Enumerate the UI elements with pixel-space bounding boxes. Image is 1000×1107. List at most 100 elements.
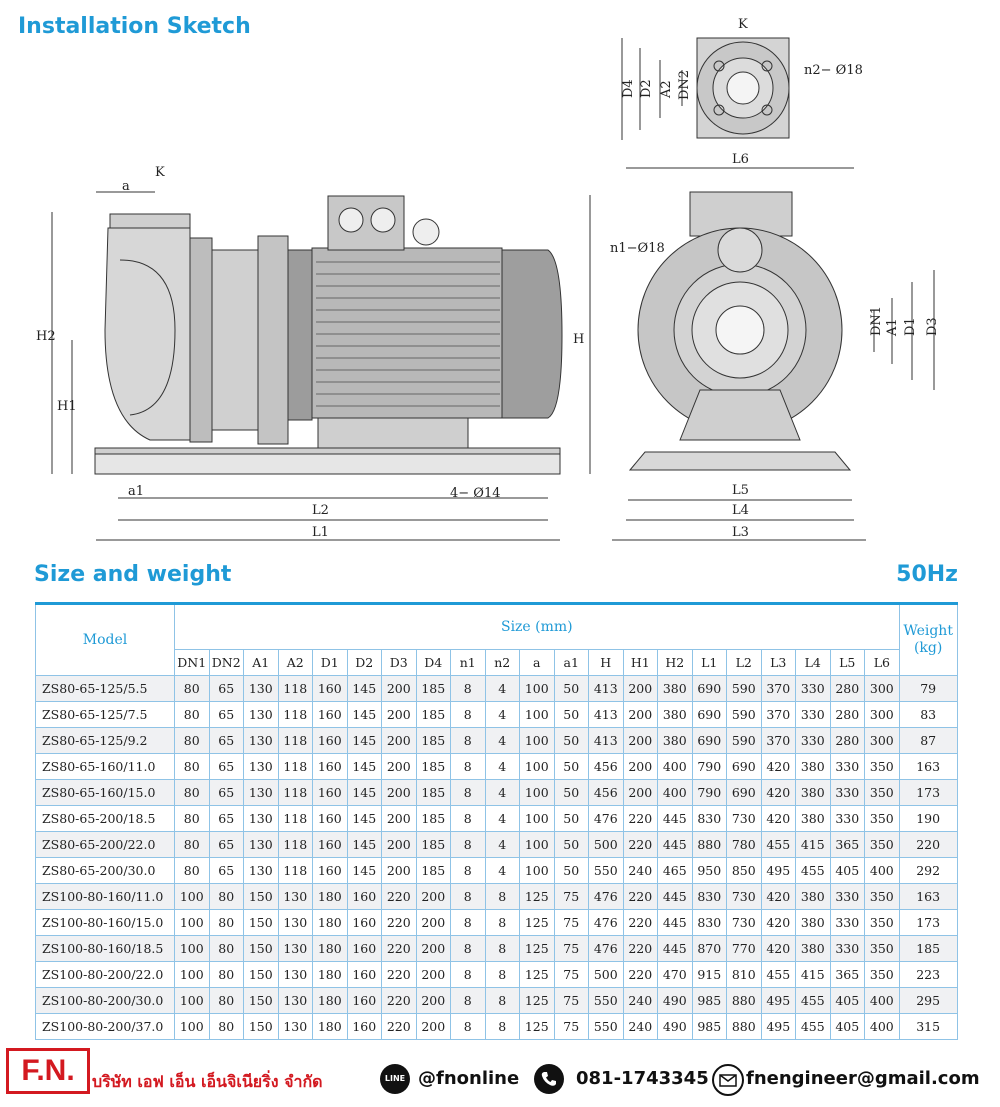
line-icon: LINE bbox=[380, 1064, 410, 1094]
label-dn2: DN2 bbox=[677, 70, 692, 100]
size-cell: 220 bbox=[622, 909, 658, 936]
size-cell: 75 bbox=[553, 935, 589, 962]
size-cell: 590 bbox=[726, 701, 762, 728]
column-header: L3 bbox=[760, 649, 796, 676]
company-name: บริษัท เอฟ เอ็น เอ็นจิเนียริ่ง จำกัด bbox=[92, 1072, 323, 1091]
size-cell: 180 bbox=[312, 987, 348, 1014]
size-cell: 880 bbox=[691, 831, 727, 858]
size-cell: 75 bbox=[553, 1013, 589, 1040]
model-cell: ZS100-80-200/37.0 bbox=[35, 1013, 175, 1040]
size-cell: 365 bbox=[829, 961, 865, 988]
size-cell: 4 bbox=[484, 857, 520, 884]
size-cell: 50 bbox=[553, 675, 589, 702]
size-cell: 125 bbox=[519, 935, 555, 962]
size-cell: 100 bbox=[174, 909, 210, 936]
size-cell: 130 bbox=[243, 675, 279, 702]
size-cell: 4 bbox=[484, 753, 520, 780]
size-cell: 65 bbox=[208, 727, 244, 754]
size-cell: 830 bbox=[691, 883, 727, 910]
column-header: a1 bbox=[553, 649, 589, 676]
size-cell: 950 bbox=[691, 857, 727, 884]
size-cell: 50 bbox=[553, 727, 589, 754]
column-header: H2 bbox=[657, 649, 693, 676]
size-cell: 455 bbox=[795, 987, 831, 1014]
column-header: a bbox=[519, 649, 555, 676]
size-cell: 160 bbox=[346, 935, 382, 962]
size-cell: 790 bbox=[691, 779, 727, 806]
size-cell: 280 bbox=[829, 675, 865, 702]
size-cell: 445 bbox=[657, 909, 693, 936]
size-cell: 118 bbox=[277, 675, 313, 702]
label-l4: L4 bbox=[732, 503, 749, 518]
size-cell: 220 bbox=[381, 883, 417, 910]
size-cell: 150 bbox=[243, 883, 279, 910]
size-cell: 330 bbox=[795, 727, 831, 754]
size-cell: 80 bbox=[174, 831, 210, 858]
size-cell: 330 bbox=[829, 805, 865, 832]
column-header: D1 bbox=[312, 649, 348, 676]
size-cell: 810 bbox=[726, 961, 762, 988]
size-cell: 8 bbox=[450, 779, 486, 806]
size-cell: 150 bbox=[243, 935, 279, 962]
size-cell: 380 bbox=[795, 883, 831, 910]
size-cell: 100 bbox=[174, 1013, 210, 1040]
size-cell: 185 bbox=[415, 857, 451, 884]
size-cell: 300 bbox=[864, 727, 900, 754]
label-l2: L2 bbox=[312, 503, 329, 518]
size-cell: 160 bbox=[312, 675, 348, 702]
label-l1: L1 bbox=[312, 525, 329, 540]
model-cell: ZS100-80-160/15.0 bbox=[35, 909, 175, 936]
size-cell: 370 bbox=[760, 701, 796, 728]
size-cell: 185 bbox=[415, 701, 451, 728]
size-cell: 100 bbox=[519, 857, 555, 884]
size-cell: 690 bbox=[691, 727, 727, 754]
email-address: fnengineer@gmail.com bbox=[746, 1068, 980, 1089]
weight-cell: 173 bbox=[898, 909, 958, 936]
size-cell: 330 bbox=[829, 779, 865, 806]
size-cell: 550 bbox=[588, 857, 624, 884]
size-cell: 80 bbox=[174, 805, 210, 832]
size-cell: 455 bbox=[760, 831, 796, 858]
size-cell: 65 bbox=[208, 753, 244, 780]
size-cell: 50 bbox=[553, 779, 589, 806]
weight-cell: 315 bbox=[898, 1013, 958, 1040]
size-cell: 130 bbox=[277, 935, 313, 962]
size-cell: 8 bbox=[484, 1013, 520, 1040]
size-cell: 200 bbox=[415, 1013, 451, 1040]
size-cell: 830 bbox=[691, 909, 727, 936]
size-cell: 350 bbox=[864, 961, 900, 988]
size-cell: 420 bbox=[760, 909, 796, 936]
size-cell: 65 bbox=[208, 701, 244, 728]
size-cell: 8 bbox=[450, 753, 486, 780]
weight-cell: 292 bbox=[898, 857, 958, 884]
size-cell: 200 bbox=[381, 831, 417, 858]
size-cell: 850 bbox=[726, 857, 762, 884]
size-cell: 75 bbox=[553, 961, 589, 988]
size-cell: 200 bbox=[415, 883, 451, 910]
size-cell: 8 bbox=[484, 935, 520, 962]
size-cell: 730 bbox=[726, 805, 762, 832]
column-header: D3 bbox=[381, 649, 417, 676]
size-cell: 180 bbox=[312, 1013, 348, 1040]
size-cell: 380 bbox=[795, 779, 831, 806]
size-cell: 220 bbox=[381, 909, 417, 936]
size-cell: 590 bbox=[726, 675, 762, 702]
model-cell: ZS100-80-200/22.0 bbox=[35, 961, 175, 988]
weight-cell: 87 bbox=[898, 727, 958, 754]
size-cell: 365 bbox=[829, 831, 865, 858]
weight-cell: 223 bbox=[898, 961, 958, 988]
size-cell: 476 bbox=[588, 935, 624, 962]
fn-logo: F.N. bbox=[6, 1048, 90, 1094]
size-cell: 8 bbox=[450, 961, 486, 988]
size-cell: 80 bbox=[174, 779, 210, 806]
size-cell: 200 bbox=[381, 857, 417, 884]
size-cell: 220 bbox=[622, 883, 658, 910]
size-cell: 415 bbox=[795, 961, 831, 988]
